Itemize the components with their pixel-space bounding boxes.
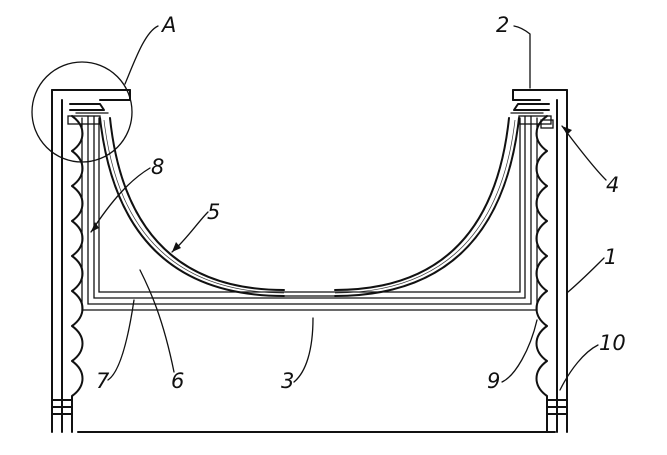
label-3: 3: [281, 369, 294, 393]
arrowhead-4: [562, 126, 572, 135]
detail-circle: [31, 61, 133, 163]
bottom-rings-left: [51, 399, 73, 415]
top-hook-right: [513, 99, 558, 433]
label-1: 1: [604, 245, 617, 269]
membrane: [99, 117, 520, 297]
outer-housing: [51, 89, 568, 433]
label-5: 5: [207, 200, 220, 224]
arrowhead-8: [91, 222, 99, 232]
support-pad-right: [540, 119, 554, 129]
bottom-rings-right: [546, 399, 568, 415]
label-2: 2: [496, 13, 509, 37]
bellows-left: [71, 115, 84, 433]
label-6: 6: [171, 369, 184, 393]
label-8: 8: [151, 155, 164, 179]
label-9: 9: [487, 369, 500, 393]
inner-cups: [75, 112, 544, 311]
arrowhead-5: [172, 242, 181, 252]
label-7: 7: [96, 369, 110, 393]
label-10: 10: [599, 331, 626, 355]
bellows-right: [535, 115, 548, 433]
label-4: 4: [606, 173, 619, 197]
label-detail-A: A: [160, 13, 176, 37]
leader-lines: [90, 25, 607, 391]
top-hook-left: [61, 99, 105, 433]
